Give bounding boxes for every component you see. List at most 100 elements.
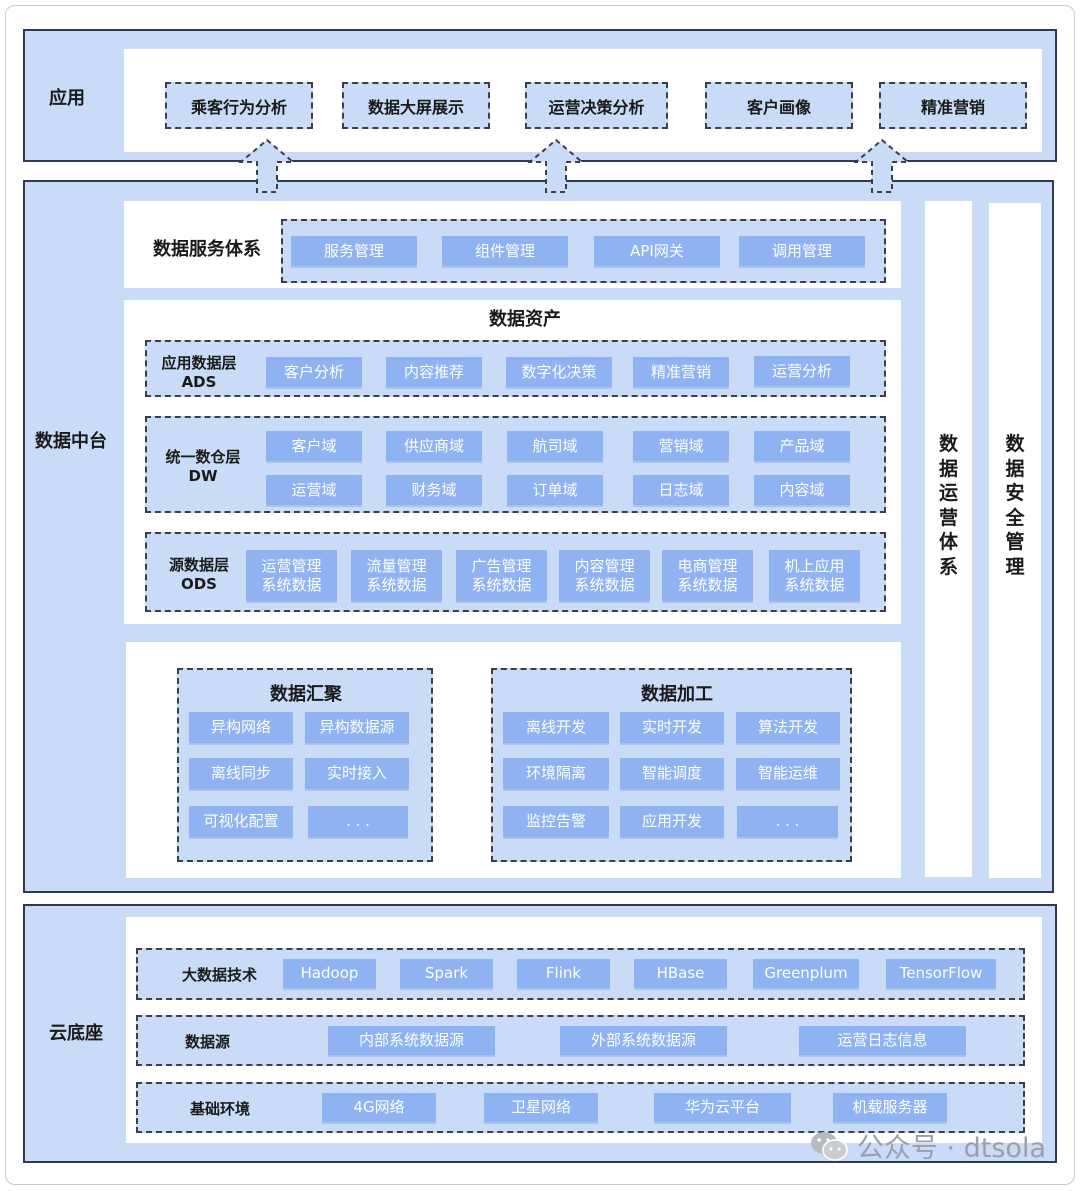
tech-item-spark[interactable]: Spark — [400, 959, 493, 988]
ods-item-content-system[interactable]: 内容管理 系统数据 — [559, 550, 650, 601]
app-item-precision-marketing[interactable]: 精准营销 — [879, 82, 1027, 129]
ods-item-line1: 流量管理 — [366, 556, 427, 575]
ads-item-precision-marketing[interactable]: 精准营销 — [633, 357, 729, 387]
tech-item-flink[interactable]: Flink — [517, 959, 610, 988]
processing-item-smart-ops[interactable]: 智能运维 — [736, 758, 840, 789]
ods-item-operation-system[interactable]: 运营管理 系统数据 — [246, 550, 337, 601]
ads-layer-name: 应用数据层 — [161, 354, 237, 372]
ads-item-operation-analysis[interactable]: 运营分析 — [754, 356, 850, 386]
data-source-title: 数据源 — [185, 1033, 231, 1051]
service-item-api-gateway[interactable]: API网关 — [594, 236, 720, 266]
ods-item-line2: 系统数据 — [574, 575, 635, 594]
cloud-foundation-title: 云底座 — [49, 1023, 103, 1044]
ads-item-content-recommendation[interactable]: 内容推荐 — [386, 357, 482, 387]
dw-item-supplier-domain[interactable]: 供应商域 — [386, 431, 482, 461]
ods-item-line1: 广告管理 — [471, 556, 532, 575]
processing-item-more[interactable]: . . . — [737, 806, 838, 837]
aggregation-item-heterogeneous-network[interactable]: 异构网络 — [189, 712, 293, 743]
processing-item-algorithm-dev[interactable]: 算法开发 — [736, 712, 840, 743]
dw-item-product-domain[interactable]: 产品域 — [754, 431, 850, 461]
vertical-char: 营 — [938, 506, 958, 529]
aggregation-item-offline-sync[interactable]: 离线同步 — [189, 758, 293, 789]
vertical-char: 理 — [1005, 555, 1025, 578]
vertical-char: 管 — [1005, 531, 1025, 553]
ods-item-line1: 内容管理 — [574, 556, 635, 575]
ads-item-digital-decision[interactable]: 数字化决策 — [506, 357, 612, 387]
ods-layer-code: ODS — [180, 575, 217, 593]
data-operations-title: 数 据 运 营 体 系 — [925, 432, 972, 579]
processing-item-app-dev[interactable]: 应用开发 — [620, 806, 724, 837]
ods-item-onboard-app-system[interactable]: 机上应用 系统数据 — [769, 550, 860, 601]
infra-item-4g-network[interactable]: 4G网络 — [322, 1093, 436, 1122]
dw-item-finance-domain[interactable]: 财务域 — [386, 475, 482, 505]
infra-item-huawei-cloud[interactable]: 华为云平台 — [654, 1093, 791, 1122]
vertical-char: 数 — [1005, 433, 1025, 455]
ods-item-line2: 系统数据 — [677, 575, 738, 594]
dw-item-content-domain[interactable]: 内容域 — [754, 475, 850, 505]
infra-item-satellite-network[interactable]: 卫星网络 — [484, 1093, 598, 1122]
tech-item-greenplum[interactable]: Greenplum — [753, 959, 859, 988]
vertical-char: 运 — [938, 482, 958, 504]
source-item-external[interactable]: 外部系统数据源 — [560, 1026, 727, 1055]
data-security-column — [989, 203, 1041, 878]
ods-item-ads-system[interactable]: 广告管理 系统数据 — [456, 550, 547, 601]
watermark-text: 公众号 · dtsola — [856, 1133, 1046, 1164]
aggregation-item-more[interactable]: . . . — [308, 806, 408, 837]
processing-item-smart-scheduling[interactable]: 智能调度 — [620, 758, 724, 789]
vertical-char: 据 — [938, 457, 958, 480]
ads-layer-label: 应用数据层 ADS — [153, 354, 245, 392]
app-item-big-screen[interactable]: 数据大屏展示 — [342, 82, 490, 129]
ods-layer-label: 源数据层 ODS — [156, 556, 242, 594]
aggregation-item-heterogeneous-source[interactable]: 异构数据源 — [305, 712, 409, 743]
infrastructure-title: 基础环境 — [190, 1100, 251, 1118]
source-item-operation-logs[interactable]: 运营日志信息 — [799, 1026, 966, 1055]
vertical-char: 系 — [938, 555, 958, 578]
app-item-passenger-behavior[interactable]: 乘客行为分析 — [165, 82, 313, 129]
infra-item-onboard-server[interactable]: 机载服务器 — [833, 1093, 947, 1122]
ods-item-line1: 电商管理 — [677, 556, 738, 575]
dw-item-customer-domain[interactable]: 客户域 — [266, 431, 362, 461]
processing-item-env-isolation[interactable]: 环境隔离 — [503, 758, 609, 789]
ods-item-traffic-system[interactable]: 流量管理 系统数据 — [351, 550, 442, 601]
vertical-char: 全 — [1005, 506, 1025, 529]
processing-item-monitoring-alert[interactable]: 监控告警 — [503, 806, 609, 837]
service-item-call-management[interactable]: 调用管理 — [739, 236, 865, 266]
dw-item-operation-domain[interactable]: 运营域 — [266, 475, 362, 505]
processing-item-offline-dev[interactable]: 离线开发 — [503, 712, 609, 743]
data-security-title: 数 据 安 全 管 理 — [989, 432, 1041, 579]
ods-item-line2: 系统数据 — [784, 575, 845, 594]
data-processing-title: 数据加工 — [641, 684, 713, 705]
tech-item-tensorflow[interactable]: TensorFlow — [886, 959, 996, 988]
dw-item-order-domain[interactable]: 订单域 — [507, 475, 603, 505]
aggregation-item-realtime-ingest[interactable]: 实时接入 — [305, 758, 409, 789]
wechat-icon — [810, 1131, 848, 1161]
ods-item-line2: 系统数据 — [366, 575, 427, 594]
data-aggregation-title: 数据汇聚 — [270, 684, 342, 705]
dw-item-log-domain[interactable]: 日志域 — [633, 475, 729, 505]
application-title: 应用 — [49, 88, 85, 109]
dw-item-airline-domain[interactable]: 航司域 — [507, 431, 603, 461]
service-item-component-management[interactable]: 组件管理 — [442, 236, 568, 266]
tech-item-hadoop[interactable]: Hadoop — [283, 959, 376, 988]
dw-item-marketing-domain[interactable]: 营销域 — [633, 431, 729, 461]
bigdata-tech-title: 大数据技术 — [182, 966, 258, 984]
ads-item-customer-analysis[interactable]: 客户分析 — [266, 357, 362, 387]
app-item-operation-decision[interactable]: 运营决策分析 — [525, 82, 668, 129]
dw-layer-name: 统一数仓层 — [165, 448, 241, 466]
data-service-title: 数据服务体系 — [153, 239, 261, 260]
vertical-char: 数 — [938, 433, 958, 455]
app-item-customer-profile[interactable]: 客户画像 — [705, 82, 853, 129]
aggregation-item-visual-config[interactable]: 可视化配置 — [189, 806, 293, 837]
source-item-internal[interactable]: 内部系统数据源 — [328, 1026, 495, 1055]
ods-layer-name: 源数据层 — [168, 556, 229, 574]
vertical-char: 体 — [938, 531, 958, 553]
tech-item-hbase[interactable]: HBase — [634, 959, 727, 988]
ods-item-ecommerce-system[interactable]: 电商管理 系统数据 — [662, 550, 753, 601]
processing-item-realtime-dev[interactable]: 实时开发 — [620, 712, 724, 743]
service-item-service-management[interactable]: 服务管理 — [291, 236, 417, 266]
watermark: 公众号 · dtsola — [809, 1126, 1046, 1165]
up-arrow-icon — [238, 138, 296, 193]
outer-frame — [5, 5, 1075, 1185]
data-operations-column — [925, 201, 972, 877]
ods-item-line1: 运营管理 — [261, 556, 322, 575]
